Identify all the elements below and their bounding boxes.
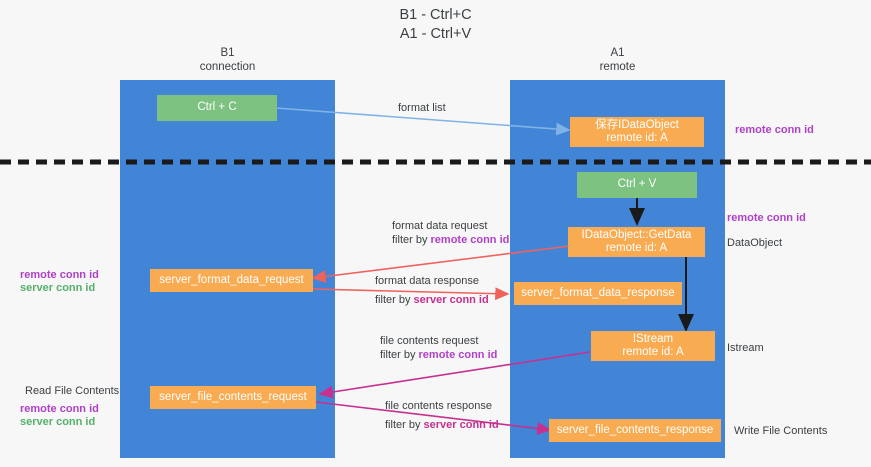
- edge-label-format-list: format list: [398, 101, 446, 115]
- node-ctrl-c-label: Ctrl + C: [197, 101, 237, 114]
- annotation-left-server-conn-id-mid: server conn id: [20, 282, 96, 294]
- node-getdata-line1: IDataObject::GetData: [581, 228, 692, 241]
- edge-label-file-contents-response: file contents response filter by server …: [385, 399, 499, 432]
- edge-label-format-data-response-line2: filter by server conn id: [375, 293, 489, 307]
- arrow-format-data-response: [312, 287, 510, 301]
- node-server-format-data-request[interactable]: server_format_data_request: [150, 269, 313, 292]
- edge-label-format-data-request: format data request filter by remote con…: [392, 219, 509, 247]
- node-istream-line2: remote id: A: [622, 346, 684, 358]
- remote-conn-id-key-3: remote conn id: [418, 349, 498, 361]
- page-title: B1 - Ctrl+C A1 - Ctrl+V: [399, 7, 472, 42]
- filter-by-text-3: filter by: [380, 349, 419, 361]
- annotation-istream: Istream: [727, 342, 764, 354]
- edge-label-format-data-request-line1: format data request: [392, 220, 488, 232]
- lane-title-b1: B1 connection: [199, 47, 256, 73]
- annotation-remote-conn-id-top: remote conn id: [735, 124, 814, 136]
- arrow-file-contents-request: [318, 351, 591, 399]
- edge-label-format-data-response-line1: format data response: [375, 275, 479, 287]
- edge-label-file-contents-response-line2: filter by server conn id: [385, 418, 499, 432]
- remote-conn-id-key-1: remote conn id: [430, 234, 510, 246]
- filter-by-text-4: filter by: [385, 419, 424, 431]
- edge-label-file-contents-request: file contents request filter by remote c…: [380, 334, 497, 362]
- annotation-read-file-contents: Read File Contents: [25, 385, 120, 397]
- node-istream[interactable]: IStream remote id: A: [591, 331, 715, 361]
- node-server-format-data-response[interactable]: server_format_data_response: [514, 282, 682, 305]
- node-getdata-line2: remote id: A: [605, 242, 668, 254]
- arrow-file-contents-response: [315, 401, 552, 435]
- node-idataobject-getdata[interactable]: IDataObject::GetData remote id: A: [568, 227, 705, 257]
- annotation-left-remote-conn-id-mid: remote conn id: [20, 269, 99, 281]
- edge-label-file-contents-response-line1: file contents response: [385, 400, 493, 412]
- arrow-format-data-request: [311, 244, 579, 283]
- annotation-dataobject: DataObject: [727, 237, 783, 249]
- edge-label-file-contents-request-line2: filter by remote conn id: [380, 348, 497, 362]
- node-register-dataobject-line2: remote id: A: [606, 132, 668, 144]
- edge-label-format-data-request-line2: filter by remote conn id: [392, 233, 509, 247]
- annotation-remote-conn-id-mid: remote conn id: [727, 212, 806, 224]
- annotation-write-file-contents: Write File Contents: [734, 425, 828, 437]
- annotation-left-remote-conn-id-low: remote conn id: [20, 403, 99, 415]
- filter-by-text-1: filter by: [392, 234, 431, 246]
- node-server-file-contents-response-label: server_file_contents_response: [556, 423, 714, 436]
- node-register-dataobject[interactable]: 保存IDataObject remote id: A: [570, 117, 704, 147]
- node-server-file-contents-request-label: server_file_contents_request: [159, 390, 307, 403]
- node-ctrl-c[interactable]: Ctrl + C: [157, 95, 277, 121]
- node-server-format-data-response-label: server_format_data_response: [521, 286, 675, 299]
- edge-label-format-data-response: format data response filter by server co…: [375, 274, 489, 307]
- node-istream-line1: IStream: [632, 332, 674, 345]
- server-conn-id-key-4: server conn id: [423, 419, 499, 431]
- node-ctrl-v-label: Ctrl + V: [617, 178, 657, 191]
- node-ctrl-v[interactable]: Ctrl + V: [577, 172, 697, 198]
- edge-label-file-contents-request-line1: file contents request: [380, 335, 479, 347]
- filter-by-text-2: filter by: [375, 294, 414, 306]
- node-server-file-contents-request[interactable]: server_file_contents_request: [150, 386, 316, 409]
- node-server-format-data-request-label: server_format_data_request: [159, 273, 304, 286]
- lane-title-a1: A1 remote: [599, 47, 636, 73]
- server-conn-id-key-2: server conn id: [413, 294, 489, 306]
- annotation-left-server-conn-id-low: server conn id: [20, 416, 96, 428]
- arrow-format-list: [275, 107, 571, 136]
- node-server-file-contents-response[interactable]: server_file_contents_response: [549, 419, 721, 442]
- edge-label-format-list-line1: format list: [398, 102, 446, 114]
- node-register-dataobject-line1: 保存IDataObject: [595, 118, 679, 131]
